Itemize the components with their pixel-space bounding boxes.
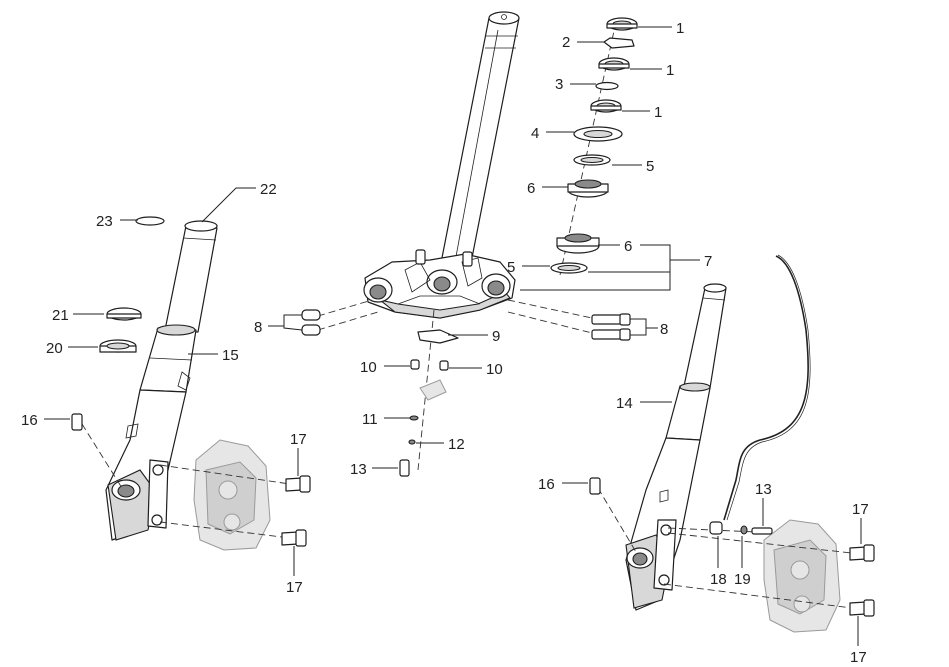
callout-20: 20: [46, 340, 63, 357]
callout-2: 2: [562, 34, 570, 51]
callout-12: 12: [448, 436, 465, 453]
callout-17: 17: [286, 579, 303, 596]
callout-9: 9: [492, 328, 500, 345]
callout-17: 17: [852, 501, 869, 518]
callout-10: 10: [360, 359, 377, 376]
right-caliper-bolts: [589, 477, 875, 617]
left-brake-caliper: [193, 439, 271, 551]
brake-hose: [723, 254, 811, 521]
right-fork-leg: [625, 283, 727, 611]
callout-21: 21: [52, 307, 69, 324]
callout-1: 1: [666, 62, 674, 79]
callout-6: 6: [527, 180, 535, 197]
callout-8: 8: [660, 321, 668, 338]
right-brake-caliper: [763, 519, 841, 633]
callout-8: 8: [254, 319, 262, 336]
callout-15: 15: [222, 347, 239, 364]
callout-5: 5: [646, 158, 654, 175]
callout-labels: 1 2 1 3 1 4 5 6 6 5 7 8 8 9 10 10 11 12 …: [21, 20, 869, 666]
callout-18: 18: [710, 571, 727, 588]
callout-4: 4: [531, 125, 539, 142]
callout-17: 17: [290, 431, 307, 448]
callout-13: 13: [755, 481, 772, 498]
clamp-bolts-left: [301, 299, 379, 336]
callout-10: 10: [486, 361, 503, 378]
callout-22: 22: [260, 181, 277, 198]
callout-16: 16: [538, 476, 555, 493]
callout-6: 6: [624, 238, 632, 255]
left-caliper-bolts: [71, 413, 311, 547]
steering-bearing-stack: [550, 17, 638, 276]
leader-lines: [44, 26, 862, 646]
callout-7: 7: [704, 253, 712, 270]
callout-11: 11: [362, 411, 378, 428]
left-fork-seals: [99, 216, 165, 353]
callout-1: 1: [676, 20, 684, 37]
callout-13: 13: [350, 461, 367, 478]
callout-19: 19: [734, 571, 751, 588]
steering-stem-assembly: [363, 11, 520, 319]
callout-1: 1: [654, 104, 662, 121]
callout-14: 14: [616, 395, 633, 412]
callout-16: 16: [21, 412, 38, 429]
callout-17: 17: [850, 649, 867, 666]
clamp-bolts-right: [507, 299, 631, 341]
callout-5: 5: [507, 259, 515, 276]
callout-3: 3: [555, 76, 563, 93]
left-fork-leg: [105, 220, 218, 541]
callout-23: 23: [96, 213, 113, 230]
